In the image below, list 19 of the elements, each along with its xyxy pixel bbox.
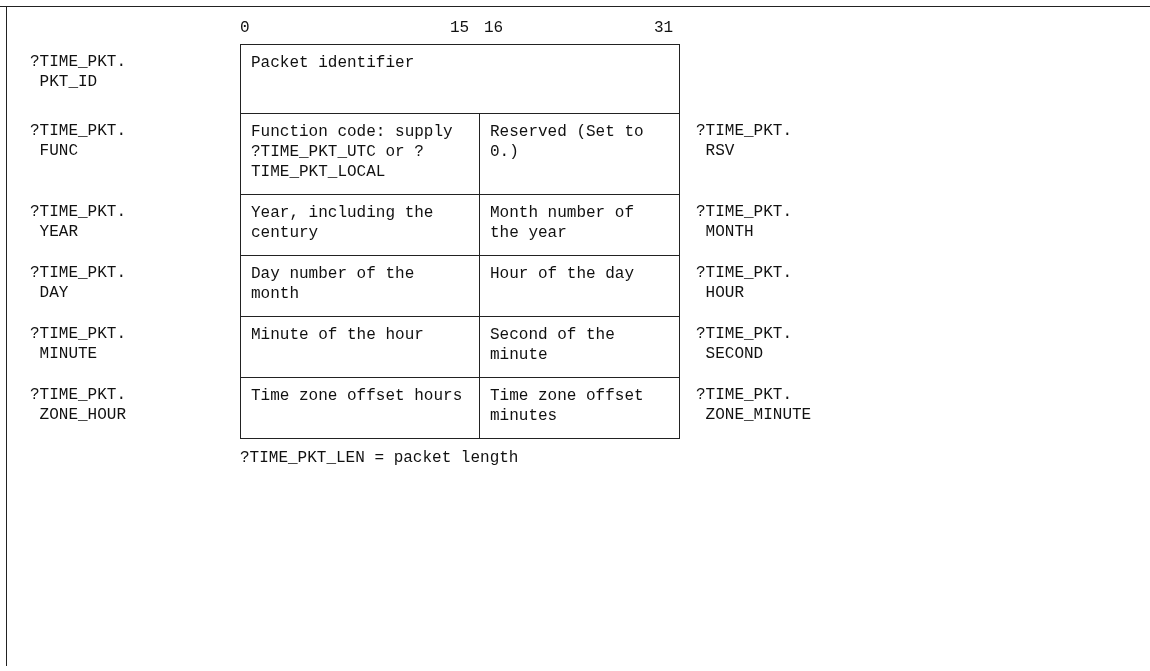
field-name: ?TIME_PKT. FUNC (30, 121, 127, 161)
field-name: ?TIME_PKT. MONTH (696, 202, 793, 242)
field-name: ?TIME_PKT. DAY (30, 263, 127, 303)
table-cell: Time zone offset minutes (479, 377, 680, 439)
bit-number: 31 (654, 18, 674, 38)
field-name: ?TIME_PKT. PKT_ID (30, 52, 127, 92)
table-cell: Packet identifier (240, 44, 680, 114)
field-name: ?TIME_PKT. ZONE_HOUR (30, 385, 127, 425)
field-name: ?TIME_PKT. SECOND (696, 324, 793, 364)
field-name: ?TIME_PKT. ZONE_MINUTE (696, 385, 813, 425)
bit-number: 16 (484, 18, 504, 38)
field-name: ?TIME_PKT. YEAR (30, 202, 127, 242)
field-name: ?TIME_PKT. HOUR (696, 263, 793, 303)
bit-number: 15 (450, 18, 470, 38)
field-name: ?TIME_PKT. RSV (696, 121, 793, 161)
table-cell: Time zone offset hours (240, 377, 480, 439)
field-name: ?TIME_PKT. MINUTE (30, 324, 127, 364)
footnote: ?TIME_PKT_LEN = packet length (240, 448, 520, 468)
bit-number: 0 (240, 18, 250, 38)
